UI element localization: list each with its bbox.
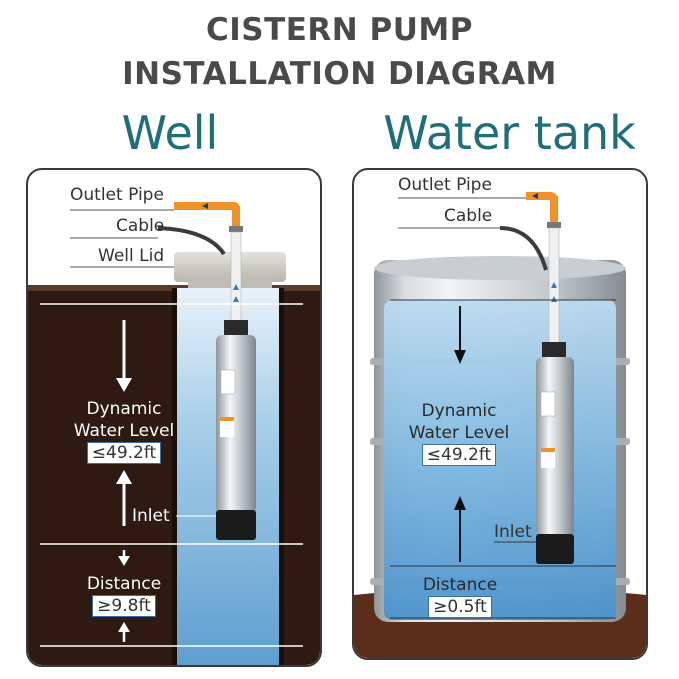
well-inlet-label: Inlet: [132, 506, 170, 526]
tank-power-cable: [499, 226, 548, 271]
tank-distance-line: Distance: [422, 575, 498, 595]
well-distance-line: Distance: [86, 574, 162, 594]
well-illustration: [28, 202, 320, 665]
tank-cable-label: Cable: [444, 206, 493, 226]
tank-dynamic-label: Dynamic Water Level ≤49.2ft: [380, 400, 538, 466]
tank-dynamic-line1: Dynamic: [421, 401, 497, 421]
tank-distance-value: ≥0.5ft: [428, 596, 492, 618]
tank-panel: Outlet Pipe Cable Dynamic Water Level ≤4…: [352, 168, 648, 660]
well-dynamic-label: Dynamic Water Level ≤49.2ft: [42, 398, 206, 464]
well-dynamic-line1: Dynamic: [86, 399, 162, 419]
tank-pump-body: [536, 357, 574, 537]
well-distance-value: ≥9.8ft: [92, 595, 156, 617]
well-distance-label: Distance ≥9.8ft: [42, 573, 206, 617]
diagram-title-line2: INSTALLATION DIAGRAM: [122, 56, 557, 92]
diagram-title-line1: CISTERN PUMP: [205, 12, 473, 48]
well-lid: [174, 252, 286, 282]
power-cable: [157, 226, 226, 256]
well-lid-label: Well Lid: [98, 246, 165, 266]
well-dynamic-value: ≤49.2ft: [86, 442, 162, 464]
tank-dynamic-line2: Water Level: [408, 423, 510, 443]
well-panel: Outlet Pipe Cable Well Lid Dynamic Water…: [26, 168, 322, 667]
tank-dynamic-value: ≤49.2ft: [421, 444, 497, 466]
tank-outlet-pipe-label: Outlet Pipe: [398, 175, 492, 195]
well-heading: Well: [121, 106, 219, 160]
tank-illustration: [354, 192, 646, 658]
well-cable-label: Cable: [116, 216, 165, 236]
tank-distance-label: Distance ≥0.5ft: [384, 574, 536, 618]
tank-outlet-pipe: [526, 192, 558, 201]
well-outlet-pipe-label: Outlet Pipe: [70, 185, 164, 205]
well-dynamic-line2: Water Level: [73, 421, 175, 441]
tank-inlet-label: Inlet: [494, 522, 532, 542]
tank-heading: Water tank: [383, 106, 636, 160]
